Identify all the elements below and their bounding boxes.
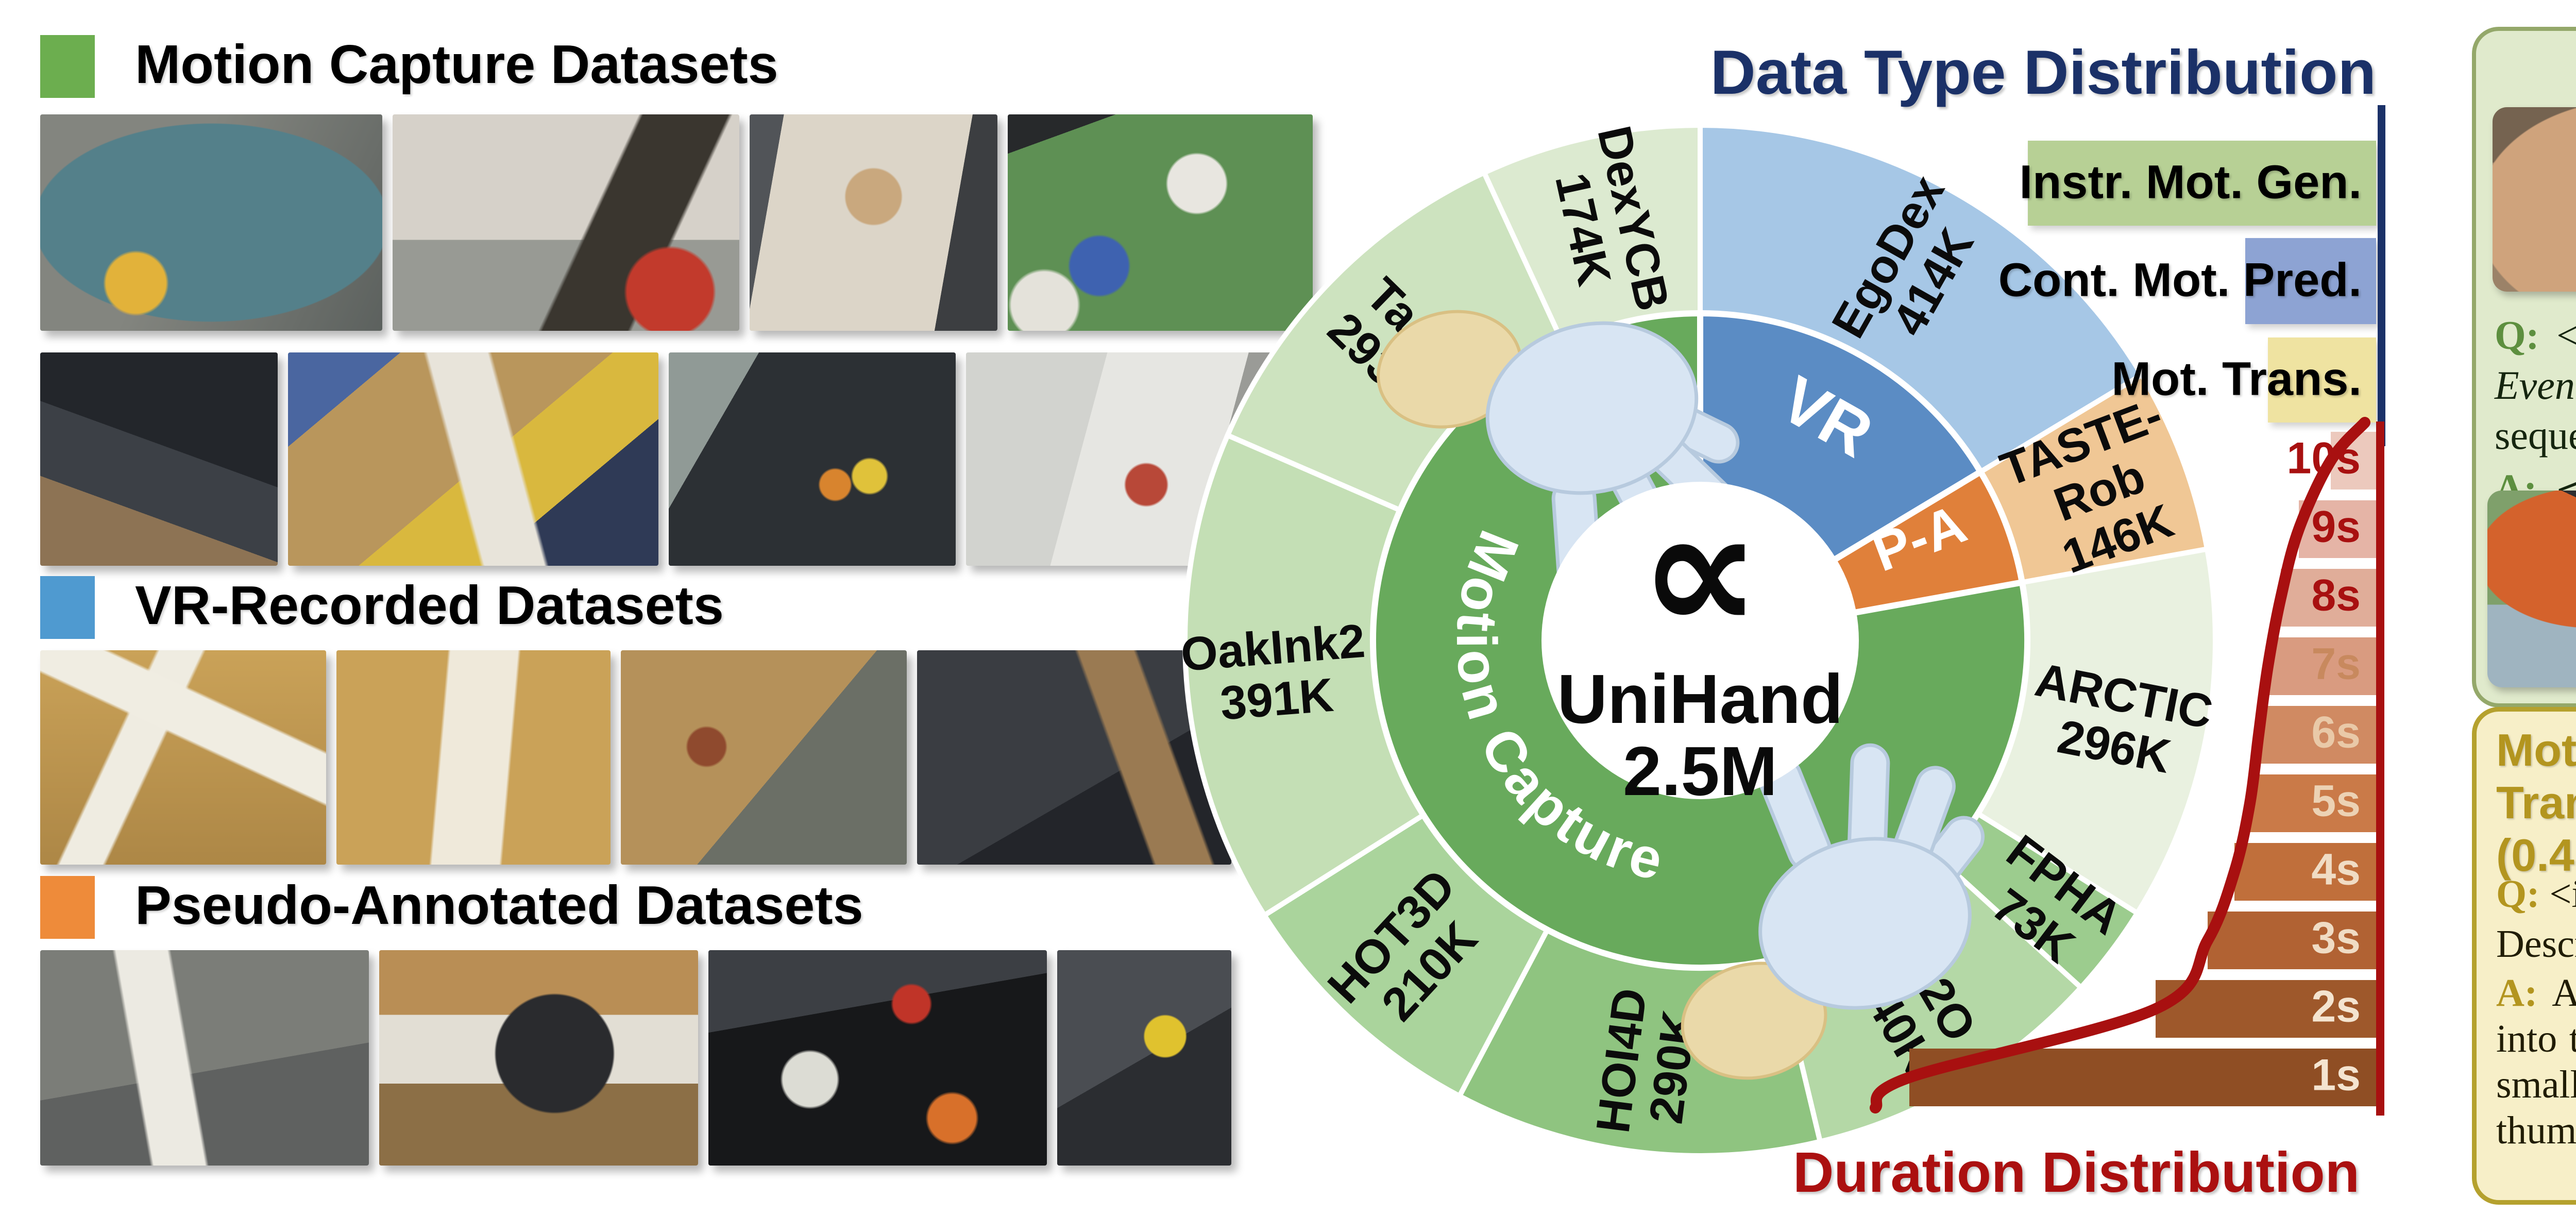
duration-axis-line — [2376, 421, 2384, 1116]
duration-bar-6s: 6s — [2259, 706, 2376, 764]
dataset-thumbnail — [40, 950, 369, 1166]
section-color-swatch — [40, 576, 95, 639]
duration-bar-7s: 7s — [2268, 637, 2376, 695]
hand-illustration-bottom — [1681, 743, 1985, 1080]
center-total: 2.5M — [1623, 732, 1777, 810]
text-run: Q: — [2496, 872, 2540, 916]
duration-bar-label: 9s — [2311, 502, 2361, 552]
section-header: VR-Recorded Datasets — [135, 575, 724, 636]
text-run: <image> Your task is — [2556, 313, 2576, 358]
thumbnail-row — [40, 650, 1232, 865]
duration-bar-label: 2s — [2311, 982, 2361, 1032]
dataset-thumbnail — [287, 352, 658, 566]
data-type-donut-chart: EgoDex414KTASTE-Rob146KARCTIC296KFPHA73K… — [1180, 122, 2218, 1158]
dataset-thumbnail — [708, 950, 1047, 1166]
duration-bar-label: 3s — [2311, 913, 2361, 963]
text-run: A: — [2496, 971, 2538, 1015]
duration-bar-4s: 4s — [2234, 843, 2376, 901]
duration-bar-3s: 3s — [2208, 912, 2376, 969]
text-run: At the beginning, left hand reaches into… — [2496, 971, 2576, 1152]
task-axis-line — [2378, 105, 2385, 446]
example-photo-hands-clasped — [2493, 107, 2576, 292]
qa-block-2: Q: <image> Your task is 'To start with, … — [2495, 310, 2576, 518]
text-run: Describe the left hand’s motion. — [2496, 922, 2576, 966]
dataset-thumbnail — [1008, 114, 1313, 331]
panel-title-line: Translation — [2496, 777, 2576, 828]
duration-bar-8s: 8s — [2281, 569, 2376, 627]
section-header: Pseudo-Annotated Datasets — [135, 875, 863, 936]
task-bar-2 — [2245, 238, 2376, 324]
duration-bar-label: 6s — [2311, 707, 2361, 757]
dataset-thumbnail — [621, 650, 907, 865]
thumbnail-row — [40, 950, 1231, 1166]
duration-bar-label: 8s — [2311, 570, 2361, 620]
thumbnail-row — [40, 114, 1313, 331]
donut-label: TASTE-Rob146K — [1994, 389, 2206, 593]
duration-distribution-title: Duration Distribution — [1793, 1141, 2360, 1204]
task-bar-3 — [2268, 338, 2376, 423]
duration-bar-5s: 5s — [2250, 774, 2376, 832]
example-photo-orange-box — [2487, 491, 2576, 687]
qa-block: Q: <image> <MOT>···</MOT>. Describe the … — [2496, 871, 2576, 1157]
duration-bar-label: 1s — [2311, 1050, 2361, 1100]
duration-curve — [1870, 417, 2370, 1113]
duration-bar-label: 5s — [2311, 776, 2361, 826]
center-title: UniHand — [1557, 660, 1843, 738]
task-bar-label: Mot. Trans. — [2111, 352, 2362, 405]
dataset-thumbnail — [40, 114, 382, 331]
thumbnail-row — [40, 352, 1313, 566]
text-run: 'To start with, grasp the white bottle. … — [2495, 363, 2576, 408]
section-color-swatch — [40, 35, 95, 98]
section-color-swatch — [40, 876, 95, 939]
data-type-distribution-title: Data Type Distribution — [1710, 37, 2376, 107]
unihand-logo: ∝ — [1640, 472, 1761, 670]
duration-bar-label: 7s — [2311, 639, 2361, 689]
dataset-thumbnail — [668, 352, 956, 566]
section-header: Motion Capture Datasets — [135, 34, 778, 95]
panel-title: Instructional Motion Generation (1.6M) — [2476, 46, 2576, 102]
panel-title: MotionTranslation(0.4M) — [2496, 724, 2576, 882]
dataset-thumbnail — [379, 950, 698, 1166]
motion-translation-panel: MotionTranslation(0.4M) Q: <image> <MOT>… — [2472, 707, 2576, 1205]
text-run: <image> — [2549, 872, 2576, 916]
task-bar-label: Cont. Mot. Pred. — [1998, 253, 2362, 306]
dataset-thumbnail — [336, 650, 611, 865]
text-run: motion sequence for the — [2495, 413, 2576, 458]
dataset-thumbnail — [1057, 950, 1231, 1166]
task-bar-label: Instr. Mot. Gen. — [2019, 155, 2362, 208]
donut-label: OakInk2391K — [1180, 615, 1371, 733]
panel-title-line: Motion — [2496, 724, 2576, 775]
dataset-thumbnail — [917, 650, 1232, 865]
duration-bar-label: 4s — [2311, 845, 2361, 895]
duration-curve-path — [1870, 417, 2370, 1113]
panel-title-line: (0.4M) — [2496, 830, 2576, 881]
text-run: Q: — [2495, 313, 2539, 358]
duration-bar-9s: 9s — [2299, 500, 2376, 558]
dataset-thumbnail — [392, 114, 740, 331]
dataset-thumbnail — [40, 352, 278, 566]
donut-center-circle — [1541, 482, 1859, 799]
task-bar-1 — [2028, 141, 2376, 226]
instructional-motion-generation-panel: Instructional Motion Generation (1.6M) Q… — [2472, 27, 2576, 707]
dataset-thumbnail — [40, 650, 326, 865]
dataset-thumbnail — [750, 114, 998, 331]
